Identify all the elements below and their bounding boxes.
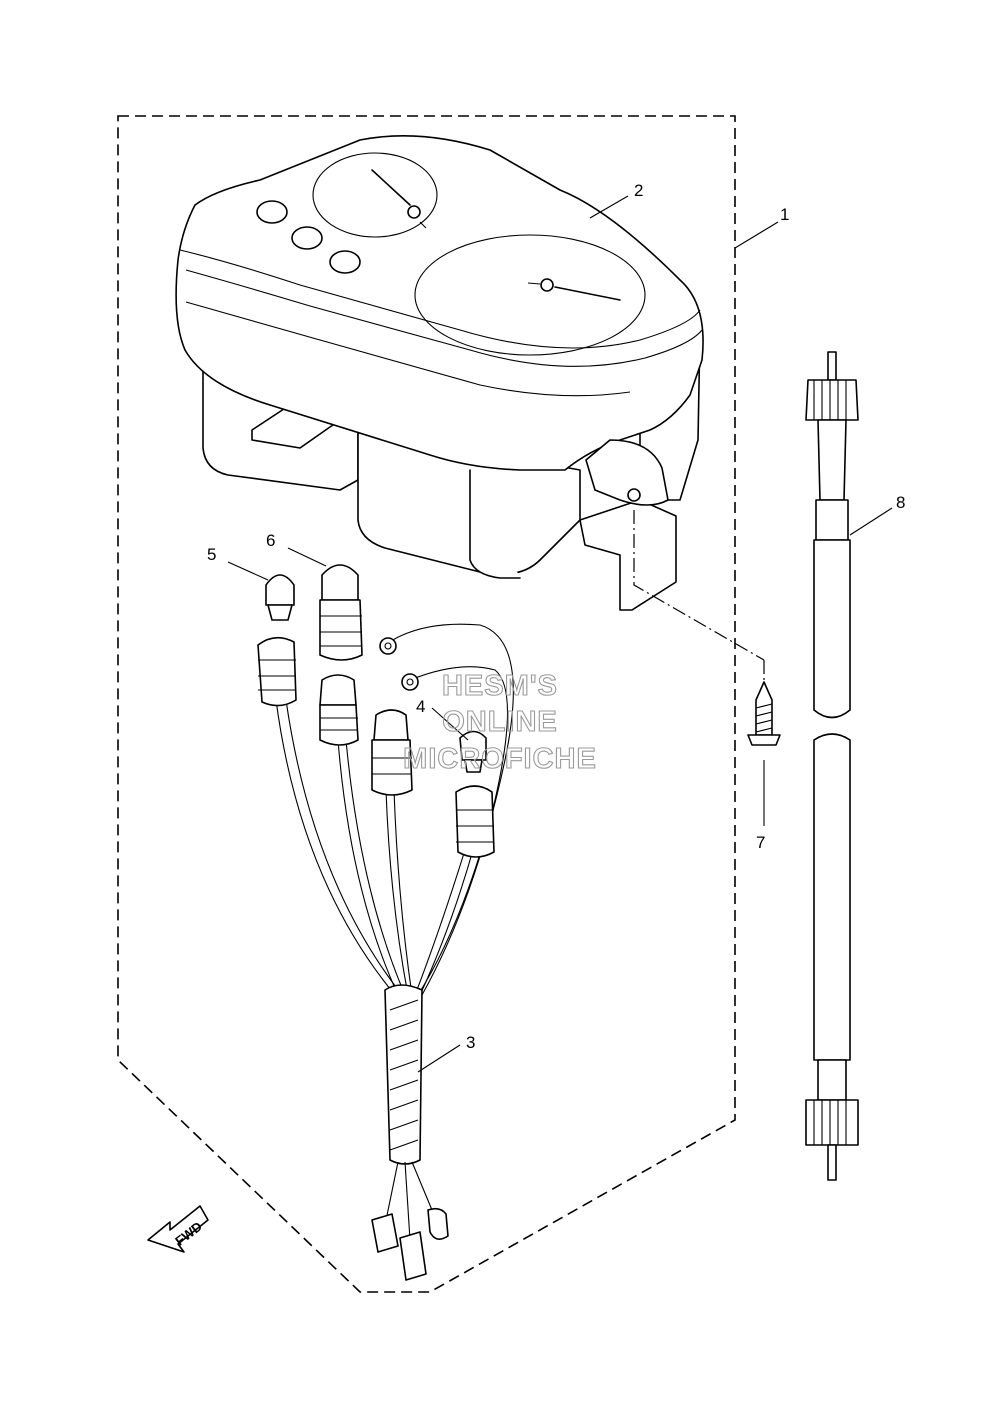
callout-5: 5: [207, 545, 216, 564]
callout-4: 4: [416, 697, 425, 716]
screw-part-7: [633, 510, 781, 818]
callout-3: 3: [466, 1033, 475, 1052]
watermark-line-3: MICROFICHE: [403, 743, 597, 775]
callout-7: 7: [756, 833, 765, 852]
callout-1: 1: [780, 205, 789, 224]
socket-part-6: [319, 564, 363, 661]
watermark-line-1: HESM'S: [442, 670, 558, 702]
meter-assembly: [175, 134, 704, 611]
bulb-part-5: [265, 574, 295, 621]
watermark: HESM'S ONLINE MICROFICHE: [403, 669, 597, 775]
watermark-line-2: ONLINE: [442, 706, 558, 738]
callout-2: 2: [634, 181, 643, 200]
callout-6: 6: [266, 531, 275, 550]
callout-8: 8: [896, 493, 905, 512]
assembly-boundary: [117, 115, 736, 1293]
forward-arrow-icon: FWD: [147, 1205, 209, 1253]
meter-cable-part-8: [805, 351, 859, 1181]
leader-lines: [227, 195, 893, 1073]
wire-harness: [257, 623, 514, 1281]
